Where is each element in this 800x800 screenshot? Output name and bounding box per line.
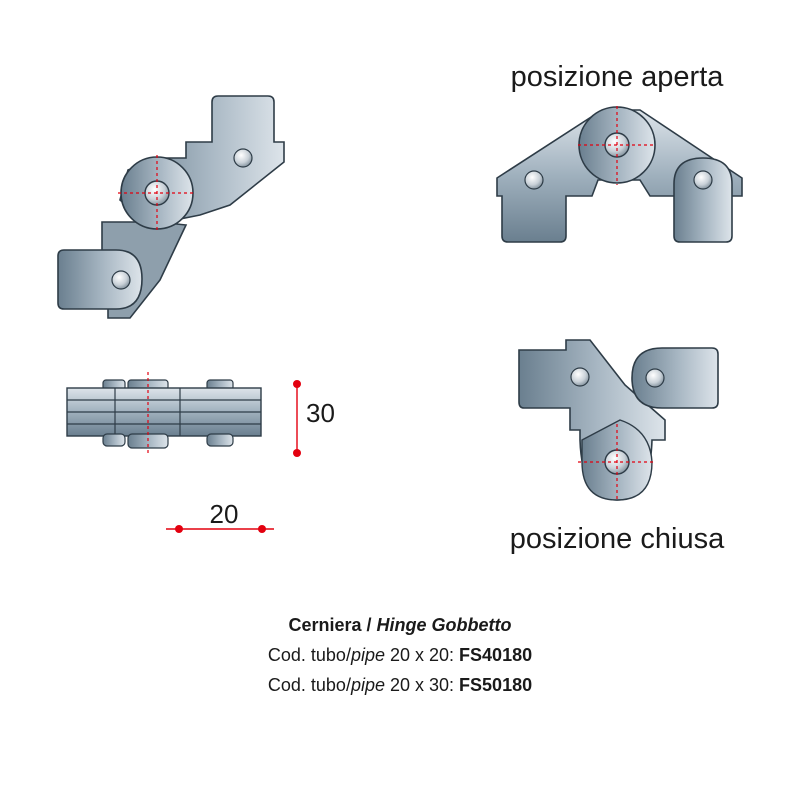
height-dimension: 30 [293,380,335,457]
hinge-side-view [66,372,262,456]
caption-size: 20 x 20: [384,645,460,665]
dimension-dot [258,525,266,533]
width-dimension-value: 20 [210,499,239,529]
closed-position-label: posizione chiusa [510,523,725,555]
width-dimension: 20 [166,499,274,533]
product-code: FS40180 [459,645,533,665]
pin-head [102,433,126,447]
tube-end [631,347,719,409]
screw-hole [233,148,253,168]
tube-end [673,157,733,243]
caption-prefix: Cod. tubo/ [267,675,351,695]
caption-title: Cerniera / Hinge Gobbetto [0,615,800,636]
open-position-label: posizione aperta [511,61,725,93]
screw-hole [111,270,131,290]
tube-end [57,249,143,310]
caption-pipe: pipe [350,675,385,695]
caption-name-en: Hinge Gobbetto [376,615,512,635]
caption-prefix: Cod. tubo/ [267,645,351,665]
hinge-open-view [496,106,743,243]
caption-size: 20 x 30: [384,675,460,695]
screw-hole [645,368,665,388]
dimension-dot [175,525,183,533]
hinge-closed-view [518,339,719,501]
dimension-dot [293,449,301,457]
caption-pipe: pipe [350,645,385,665]
screw-hole [570,367,590,387]
screw-hole [524,170,544,190]
screw-hole [693,170,713,190]
pin-head [206,433,234,447]
product-code: FS50180 [459,675,533,695]
hinge-angled-view [57,95,285,319]
height-dimension-value: 30 [306,398,335,428]
dimension-dot [293,380,301,388]
caption-code-20x30: Cod. tubo/pipe 20 x 30: FS50180 [0,675,800,696]
caption-code-20x20: Cod. tubo/pipe 20 x 20: FS40180 [0,645,800,666]
caption-name: Cerniera / [288,615,377,635]
